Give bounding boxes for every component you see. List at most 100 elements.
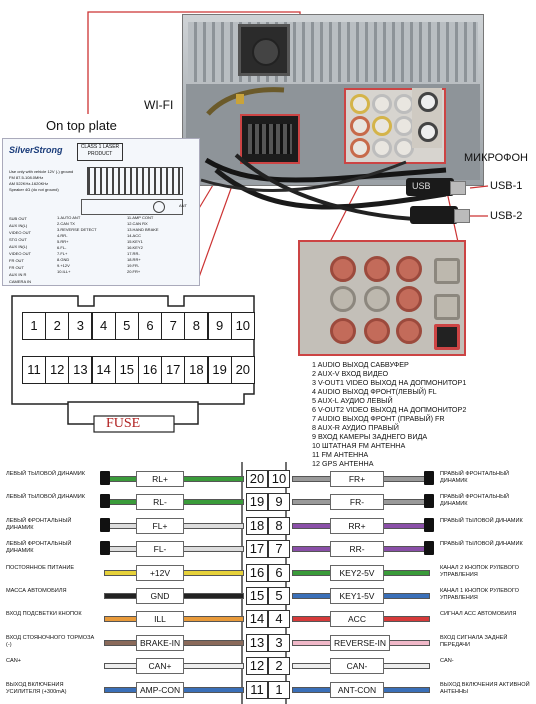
pin-number: 3	[268, 633, 290, 652]
wire-description: ПРАВЫЙ ТЫЛОВОЙ ДИНАМИК	[440, 517, 523, 524]
plate-jack: FR OUT	[9, 265, 24, 270]
plate-jack: FR OUT	[9, 258, 24, 263]
pin-number: 13	[246, 633, 268, 652]
pin-number: 8	[268, 516, 290, 535]
legend-item: 12 GPS АНТЕННА	[312, 459, 374, 468]
plate-jack-list: SUB OUT AUX IN(L) VIDEO OUT STG OUT AUX …	[9, 215, 43, 285]
fuse-label: FUSE	[106, 416, 141, 431]
connector-pin: 18	[184, 356, 209, 384]
rca-jack-icon	[364, 256, 390, 282]
pin-number: 9	[268, 493, 290, 512]
rca-jack-icon	[330, 256, 356, 282]
usb2-plug-icon	[410, 206, 470, 224]
speaker-plug-icon	[100, 541, 110, 556]
pin-number: 14	[246, 610, 268, 629]
legend-item: 4 AUDIO ВЫХОД ФРОНТ(ЛЕВЫЙ) FL	[312, 387, 437, 396]
rca-jack-icon	[350, 138, 370, 158]
rca-jack-icon	[394, 116, 414, 136]
pin-number: 10	[268, 470, 290, 488]
usb1-plug-icon: USB	[406, 178, 466, 196]
wire-description: ВЫХОД ВКЛЮЧЕНИЯ УСИЛИТЕЛЯ (+300mA)	[6, 681, 67, 695]
plate-pin: 8.GND	[57, 257, 70, 262]
wire-code: GND	[136, 588, 184, 604]
wire-description: CAN-	[440, 658, 454, 665]
plate-pin: 9.+12V	[57, 263, 70, 268]
connector-pin: 7	[161, 312, 186, 340]
wire-description: ЛЕВЫЙ ТЫЛОВОЙ ДИНАМИК	[6, 471, 86, 477]
wire-description: КАНАЛ 1 КНОПОК РУЛЕВОГО УПРАВЛЕНИЯ	[440, 588, 519, 601]
plate-jack: AUX IN R	[9, 272, 27, 277]
plate-pin: 6.FL-	[57, 245, 67, 250]
wifi-label: WI-FI	[144, 98, 174, 112]
top-plate-sticker: SilverStrong CLASS 1 LASER PRODUCT Use o…	[2, 138, 200, 286]
wire-description: ПРАВЫЙ ФРОНТАЛЬНЫЙ ДИНАМИК	[440, 471, 510, 484]
wire-code: CAN+	[136, 658, 184, 675]
speaker-plug-icon	[424, 471, 434, 485]
connector-pin: 16	[138, 356, 162, 384]
speaker-plug-icon	[424, 541, 434, 556]
plate-pin: 15.KEY1	[127, 239, 143, 244]
wire-code: +12V	[136, 564, 184, 581]
plate-pin: 10.ILL+	[57, 269, 71, 274]
plate-spec-line: AM 522KHz-1620KHz	[9, 181, 49, 186]
rca-jack-icon	[364, 318, 390, 344]
legend-item: 6 V-OUT2 VIDEO ВЫХОД НА ДОПМОНИТОР2	[312, 405, 467, 414]
plate-jack: CAMERA IN	[9, 279, 32, 284]
iso-connector-socket	[240, 114, 300, 164]
speaker-plug-icon	[424, 517, 434, 532]
pin-number: 2	[268, 657, 290, 676]
wire-code: FR+	[330, 471, 384, 487]
rca-jack-icon	[394, 94, 414, 114]
connector-pin: 10	[230, 312, 255, 340]
wire-code: CAN-	[330, 658, 384, 675]
connector-pin: 13	[68, 356, 93, 384]
rca-legend: 1 AUDIO ВЫХОД САБВУФЕР 2 AUX-V ВХОД ВИДЕ…	[312, 360, 522, 468]
pin-number: 17	[246, 540, 268, 559]
legend-item: 1 AUDIO ВЫХОД САБВУФЕР	[312, 360, 409, 369]
wifi-antenna-cable	[206, 87, 285, 116]
wire-code: RR-	[330, 541, 384, 558]
gps-socket-icon	[434, 324, 460, 350]
connector-pin: 3	[68, 312, 93, 340]
rca-jack-icon	[396, 286, 422, 312]
connector-pin: 19	[207, 356, 232, 384]
connector-pin: 1	[22, 312, 46, 340]
pin-number: 4	[268, 610, 290, 629]
rca-jack-icon	[330, 318, 356, 344]
speaker-plug-icon	[100, 471, 110, 485]
usb1-label: USB-1	[490, 180, 523, 192]
pin-number: 15	[246, 587, 268, 605]
wire-description: КАНАЛ 2 КНОПОК РУЛЕВОГО УПРАВЛЕНИЯ	[440, 564, 519, 578]
plate-jack: AUX IN(L)	[9, 244, 28, 249]
connector-pin: 12	[45, 356, 70, 384]
plate-spec: Use only with vehicle 12V (-) ground FM …	[9, 169, 81, 193]
plate-connector-drawing	[87, 167, 183, 195]
antenna-socket-icon	[418, 92, 438, 112]
speaker-plug-icon	[100, 517, 110, 532]
plate-spec-line: Use only with vehicle 12V (-) ground	[9, 169, 74, 174]
pin-number: 12	[246, 657, 268, 676]
cooling-fan-icon	[238, 24, 290, 76]
speaker-plug-icon	[424, 494, 434, 509]
pin-number: 6	[268, 563, 290, 582]
rca-jack-icon	[394, 138, 414, 158]
connector-pin: 15	[114, 356, 139, 384]
rca-zoom-panel	[298, 240, 466, 356]
rca-jack-icon	[372, 138, 392, 158]
wire-code: RR+	[330, 517, 384, 534]
wire-description: ПРАВЫЙ ФРОНТАЛЬНЫЙ ДИНАМИК	[440, 494, 510, 508]
legend-item: 9 ВХОД КАМЕРЫ ЗАДНЕГО ВИДА	[312, 432, 428, 441]
wire-description: ПРАВЫЙ ТЫЛОВОЙ ДИНАМИК	[440, 541, 523, 548]
plate-pin: 3.REVERSE DETECT	[57, 227, 97, 232]
top-plate-label: On top plate	[46, 118, 117, 133]
legend-item: 7 AUDIO ВЫХОД ФРОНТ (ПРАВЫЙ) FR	[312, 414, 445, 423]
wire-description: ВЫХОД ВКЛЮЧЕНИЯ АКТИВНОЙ АНТЕННЫ	[440, 681, 530, 695]
connector-pin: 2	[45, 312, 70, 340]
fm-antenna-socket-icon	[434, 294, 460, 320]
pin-number: 7	[268, 540, 290, 559]
wire-code: AMP-CON	[136, 681, 185, 698]
wire-description: ПОСТОЯННОЕ ПИТАНИЕ	[6, 564, 75, 571]
plate-jack: AUX IN(L)	[9, 223, 28, 228]
heatsink-vents	[188, 22, 478, 82]
wire-code: ILL	[136, 611, 184, 628]
